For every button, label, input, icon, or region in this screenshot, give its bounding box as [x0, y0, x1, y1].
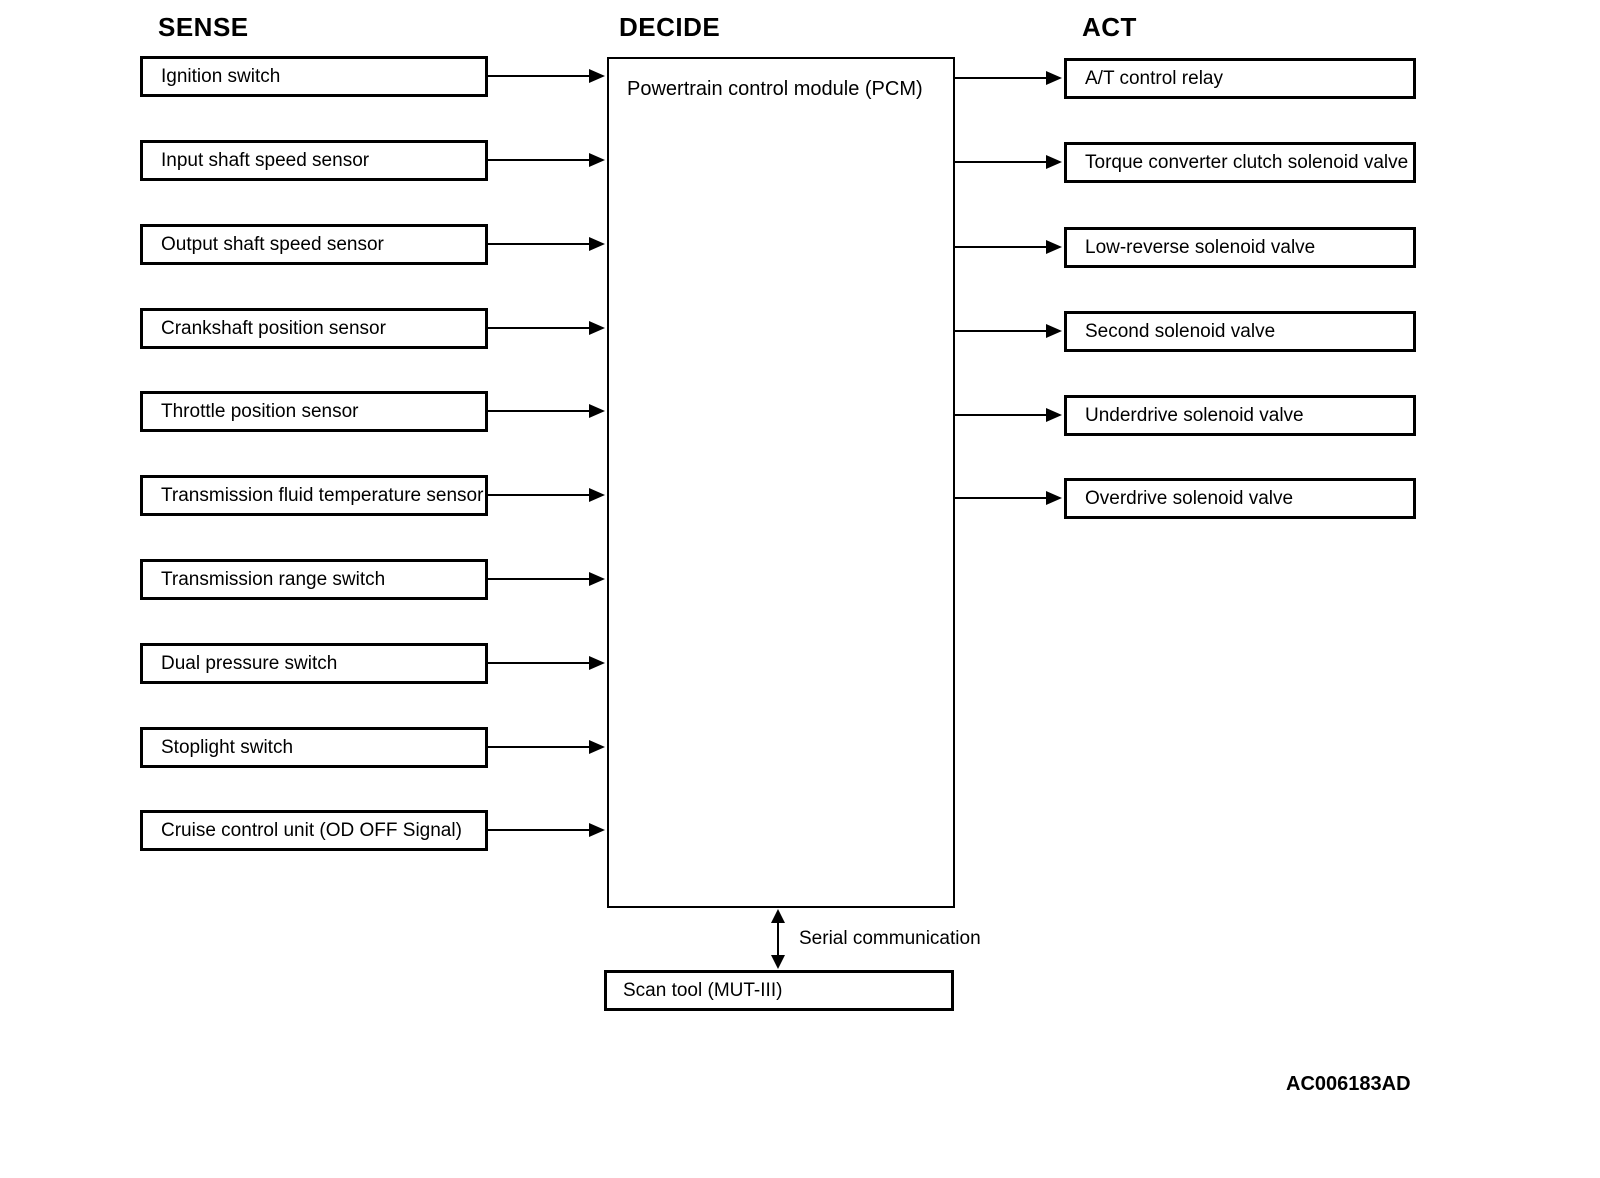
arrow-head-icon [1046, 71, 1062, 85]
pcm-box: Powertrain control module (PCM) [607, 57, 955, 908]
sense-box-label: Stoplight switch [161, 736, 294, 758]
arrow-shaft [955, 330, 1048, 332]
double-arrow-vertical-icon [771, 909, 785, 969]
arrow-head-icon [1046, 324, 1062, 338]
scan-tool-label: Scan tool (MUT-III) [623, 979, 783, 1001]
arrow-head-icon [589, 823, 605, 837]
arrow-head-icon [1046, 155, 1062, 169]
arrow-shaft [486, 327, 591, 329]
sense-box-label: Ignition switch [161, 65, 281, 87]
act-box-second-solenoid-valve: Second solenoid valve [1064, 311, 1416, 352]
sense-box-dual-pressure-switch: Dual pressure switch [140, 643, 488, 684]
column-header-sense: SENSE [158, 12, 249, 42]
arrow-shaft [486, 829, 591, 831]
arrow-head-icon [589, 321, 605, 335]
arrow-head-icon [589, 656, 605, 670]
act-box-underdrive-solenoid-valve: Underdrive solenoid valve [1064, 395, 1416, 436]
arrow-right-icon [955, 324, 1062, 338]
arrow-head-icon [589, 404, 605, 418]
sense-box-label: Crankshaft position sensor [161, 317, 386, 339]
arrow-head-icon [589, 237, 605, 251]
arrow-shaft [486, 494, 591, 496]
arrow-shaft [486, 662, 591, 664]
arrow-right-icon [486, 823, 605, 837]
arrow-right-icon [486, 572, 605, 586]
arrow-head-icon [589, 572, 605, 586]
act-box-low-reverse-solenoid-valve: Low-reverse solenoid valve [1064, 227, 1416, 268]
sense-box-transmission-fluid-temperature-sensor: Transmission fluid temperature sensor [140, 475, 488, 516]
act-box-label: Torque converter clutch solenoid valve [1085, 151, 1409, 173]
arrow-right-icon [486, 237, 605, 251]
arrow-right-icon [486, 321, 605, 335]
arrow-head-icon [589, 488, 605, 502]
arrow-shaft [486, 243, 591, 245]
arrow-shaft [486, 578, 591, 580]
arrow-right-icon [955, 71, 1062, 85]
act-box-label: Second solenoid valve [1085, 320, 1276, 342]
arrow-right-icon [486, 153, 605, 167]
arrow-right-icon [955, 240, 1062, 254]
sense-box-label: Dual pressure switch [161, 652, 338, 674]
arrow-shaft [955, 497, 1048, 499]
arrow-right-icon [486, 488, 605, 502]
arrow-right-icon [486, 740, 605, 754]
arrow-right-icon [955, 155, 1062, 169]
act-box-label: Low-reverse solenoid valve [1085, 236, 1316, 258]
sense-box-label: Input shaft speed sensor [161, 149, 370, 171]
sense-box-label: Transmission fluid temperature sensor [161, 484, 484, 506]
arrow-right-icon [955, 408, 1062, 422]
arrow-right-icon [486, 404, 605, 418]
sense-box-output-shaft-speed-sensor: Output shaft speed sensor [140, 224, 488, 265]
sense-box-crankshaft-position-sensor: Crankshaft position sensor [140, 308, 488, 349]
column-header-decide: DECIDE [619, 12, 721, 42]
arrow-head-icon [589, 740, 605, 754]
arrow-head-icon [589, 69, 605, 83]
sense-box-transmission-range-switch: Transmission range switch [140, 559, 488, 600]
sense-box-input-shaft-speed-sensor: Input shaft speed sensor [140, 140, 488, 181]
act-box-label: Underdrive solenoid valve [1085, 404, 1304, 426]
sense-box-throttle-position-sensor: Throttle position sensor [140, 391, 488, 432]
arrow-shaft [955, 77, 1048, 79]
arrow-shaft [486, 159, 591, 161]
sense-box-label: Output shaft speed sensor [161, 233, 384, 255]
act-box-label: A/T control relay [1085, 67, 1223, 89]
arrow-head-icon [1046, 491, 1062, 505]
act-box-label: Overdrive solenoid valve [1085, 487, 1294, 509]
arrow-right-icon [486, 69, 605, 83]
arrow-shaft [486, 410, 591, 412]
serial-communication-label: Serial communication [799, 928, 981, 949]
figure-code: AC006183AD [1286, 1073, 1411, 1095]
arrow-head-icon [1046, 408, 1062, 422]
arrow-shaft [955, 161, 1048, 163]
sense-box-ignition-switch: Ignition switch [140, 56, 488, 97]
sense-box-label: Cruise control unit (OD OFF Signal) [161, 819, 462, 841]
column-header-act: ACT [1082, 12, 1137, 42]
sense-box-label: Throttle position sensor [161, 400, 359, 422]
arrow-shaft [777, 919, 779, 959]
arrow-head-icon [589, 153, 605, 167]
act-box-overdrive-solenoid-valve: Overdrive solenoid valve [1064, 478, 1416, 519]
act-box-torque-converter-clutch-solenoid-valve: Torque converter clutch solenoid valve [1064, 142, 1416, 183]
arrow-head-up-icon [771, 909, 785, 923]
pcm-label: Powertrain control module (PCM) [627, 78, 923, 100]
sense-box-cruise-control-unit: Cruise control unit (OD OFF Signal) [140, 810, 488, 851]
arrow-head-down-icon [771, 955, 785, 969]
arrow-shaft [955, 246, 1048, 248]
arrow-right-icon [486, 656, 605, 670]
arrow-shaft [955, 414, 1048, 416]
arrow-shaft [486, 75, 591, 77]
arrow-head-icon [1046, 240, 1062, 254]
scan-tool-box: Scan tool (MUT-III) [604, 970, 954, 1011]
sense-box-stoplight-switch: Stoplight switch [140, 727, 488, 768]
arrow-right-icon [955, 491, 1062, 505]
arrow-shaft [486, 746, 591, 748]
act-box-at-control-relay: A/T control relay [1064, 58, 1416, 99]
sense-box-label: Transmission range switch [161, 568, 386, 590]
